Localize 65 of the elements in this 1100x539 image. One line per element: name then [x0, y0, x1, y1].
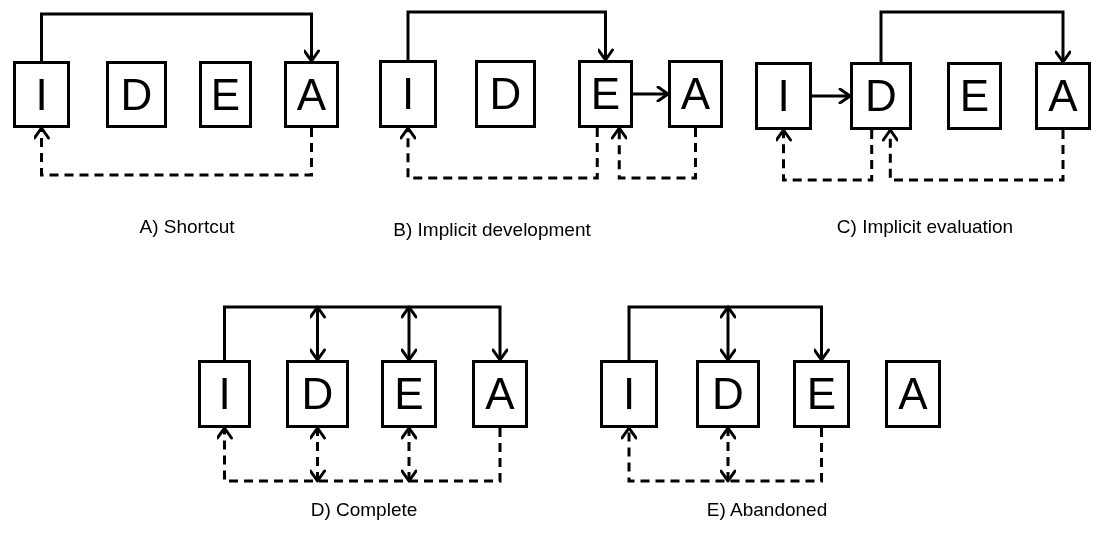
letter-box [600, 360, 658, 428]
letter-box [793, 360, 850, 428]
letter-box [755, 62, 812, 130]
box-letter: I [35, 72, 48, 117]
arrow [223, 305, 509, 362]
arrow [812, 87, 852, 105]
box-letter: I [401, 72, 415, 116]
arrow [406, 10, 614, 62]
letter-box [696, 360, 760, 428]
box-letter: D [301, 372, 334, 416]
letter-box [106, 61, 167, 128]
box-letter: I [622, 372, 636, 416]
box-letter: A [680, 72, 711, 116]
panel-caption: A) Shortcut [139, 216, 235, 238]
box-letter: E [590, 72, 621, 116]
dashed-arrow [881, 128, 1065, 182]
dashed-arrow [33, 126, 313, 177]
letter-box [379, 60, 437, 128]
letter-box [475, 60, 536, 128]
letter-box [13, 61, 70, 128]
box-letter: D [120, 72, 153, 117]
box-letter: A [898, 372, 928, 416]
letter-box [885, 360, 941, 428]
letter-box [850, 62, 912, 130]
dashed-arrow [399, 126, 599, 180]
letter-box [198, 360, 251, 428]
arrow [309, 305, 326, 362]
box-letter: D [489, 72, 522, 116]
letter-box [284, 61, 339, 128]
letter-box [381, 360, 437, 428]
box-letter: A [485, 372, 515, 416]
box-letter: E [394, 372, 424, 416]
box-letter: I [777, 74, 790, 118]
letter-box [472, 360, 528, 428]
letter-box [199, 61, 252, 128]
arrow [627, 305, 830, 362]
box-letter: E [806, 372, 837, 416]
panel-caption: B) Implicit development [393, 219, 591, 241]
arrow [633, 85, 670, 103]
box-letter: D [865, 74, 897, 118]
arrow [719, 305, 737, 362]
panel-caption: C) Implicit evaluation [836, 216, 1014, 238]
box-letter: D [712, 372, 744, 416]
letter-box [578, 60, 633, 128]
arrow [400, 305, 418, 362]
dashed-arrow [216, 426, 502, 483]
box-letter: A [1048, 74, 1078, 118]
arrow [879, 10, 1072, 64]
panel-caption: E) Abandoned [706, 499, 828, 521]
letter-box [668, 60, 723, 128]
box-letter: A [296, 72, 327, 117]
letter-box [1035, 62, 1091, 130]
dashed-arrow [309, 426, 326, 483]
panel-caption: D) Complete [310, 499, 418, 521]
box-letter: E [210, 72, 241, 117]
arrow [40, 12, 320, 63]
box-letter: E [959, 74, 990, 118]
dashed-arrow [775, 128, 874, 182]
dashed-arrow [610, 126, 697, 180]
dashed-arrow [400, 426, 418, 483]
dashed-arrow [719, 426, 737, 483]
dashed-arrow [620, 426, 823, 483]
letter-box [947, 62, 1002, 130]
box-letter: I [218, 372, 231, 416]
letter-box [286, 360, 349, 428]
